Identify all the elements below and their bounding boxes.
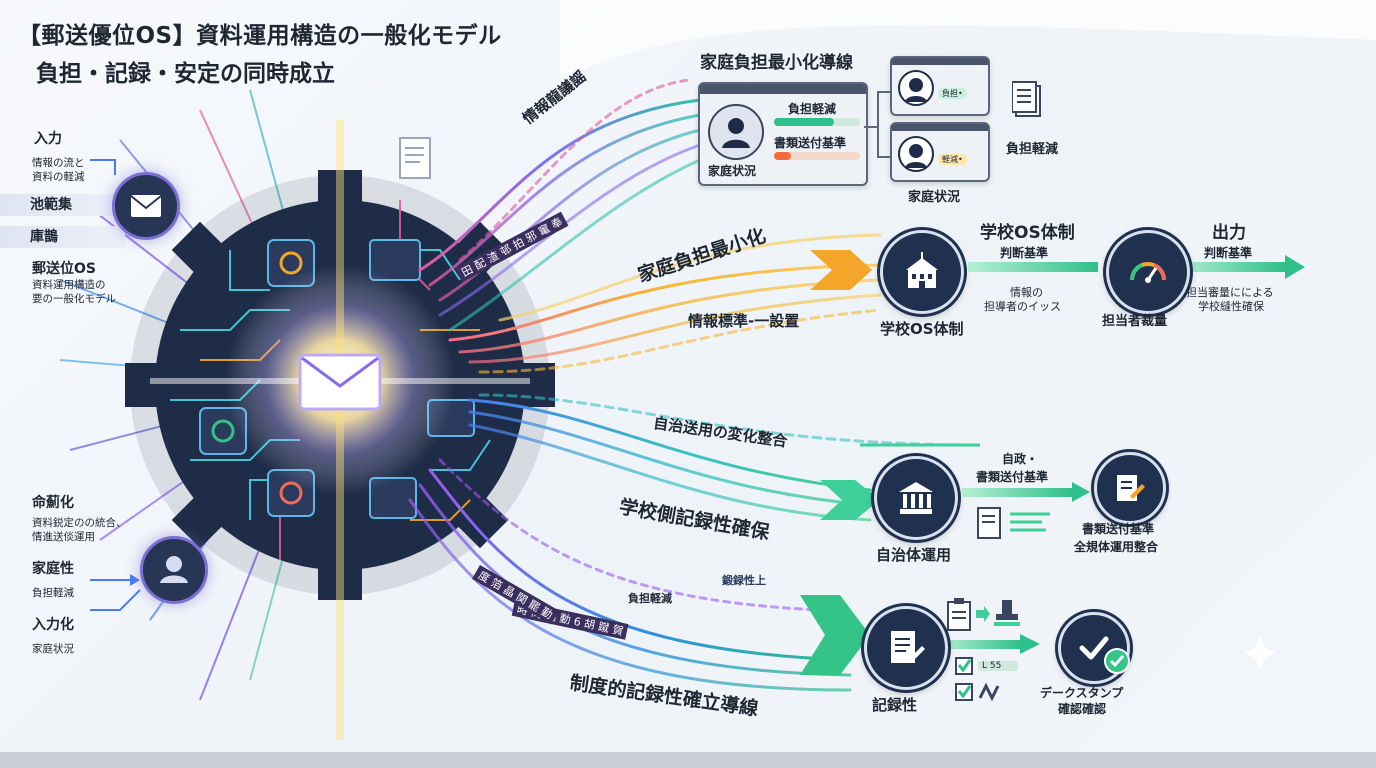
record-right-1: デークスタンプ bbox=[1040, 686, 1124, 700]
central-mail-icon bbox=[298, 353, 382, 411]
os-label: 郵送位OS bbox=[32, 261, 96, 277]
burden-bar bbox=[774, 118, 860, 126]
lower-title: 命薊化 bbox=[32, 495, 74, 511]
municipal-doc-icon bbox=[977, 507, 1050, 539]
page-subtitle: 負担・記録・安定の同時成立 bbox=[36, 61, 335, 87]
checklist-icon bbox=[955, 657, 1018, 702]
family-card-burden: 負担軽減 bbox=[788, 102, 837, 116]
bottom-strip bbox=[0, 752, 1376, 768]
school-sub-1: 情報の bbox=[1010, 286, 1043, 299]
record-node bbox=[864, 606, 948, 690]
inputization-sub: 家庭状況 bbox=[32, 643, 74, 655]
record-right-2: 確認確認 bbox=[1058, 702, 1107, 716]
gauge-label: 担当者裁量 bbox=[1102, 314, 1168, 329]
mini-tag-1: 負担• bbox=[938, 88, 967, 99]
municipal-header-1: 自政・ bbox=[1002, 452, 1039, 466]
family-card-docs: 書類送付基準 bbox=[774, 136, 847, 150]
family-card: 負担軽減 書類送付基準 家庭状況 bbox=[698, 82, 868, 186]
clipboard-stamp-icons bbox=[947, 598, 1020, 631]
document-edit-node bbox=[1094, 452, 1166, 524]
lower-sub-1: 資料鋭定のの統合、 bbox=[32, 517, 127, 529]
school-node-label: 学校OS体制 bbox=[880, 320, 964, 338]
output-sub-2: 学校縫性確保 bbox=[1198, 300, 1264, 313]
record-node-label: 記録性 bbox=[872, 696, 918, 714]
family-avatar-icon bbox=[708, 104, 764, 160]
man-icon bbox=[898, 136, 934, 172]
family-branch-lines bbox=[864, 91, 892, 158]
user-icon bbox=[140, 536, 208, 604]
gauge-node bbox=[1106, 230, 1190, 314]
municipal-right-2: 全規体運用整合 bbox=[1074, 540, 1159, 554]
tab-storage-label: 庫鵲 bbox=[30, 229, 58, 245]
tab-storage: 庫鵲 bbox=[0, 226, 125, 248]
os-sub-2: 要の一般化モデル bbox=[32, 293, 116, 305]
lower-sub-2: 情進送倓運用 bbox=[32, 531, 95, 543]
page-title: 【郵送優位OS】資料運用構造の一般化モデル bbox=[18, 23, 502, 49]
bank-icon bbox=[899, 482, 933, 514]
check-badge-icon bbox=[1104, 648, 1130, 674]
family-right-label: 負担軽減 bbox=[1006, 142, 1059, 157]
tab-collection-label: 池範集 bbox=[30, 197, 72, 213]
output-criteria: 判断基準 bbox=[1204, 246, 1253, 260]
stream-standard: 情報標準-一設置 bbox=[688, 312, 800, 330]
record-doc-icon bbox=[891, 631, 925, 663]
input-label: 入力 bbox=[34, 131, 62, 147]
mini-card-2: 軽減• bbox=[890, 122, 990, 182]
input-sub-2: 資料の軽減 bbox=[32, 171, 85, 183]
mini-tag-2: 軽減• bbox=[938, 154, 967, 165]
floating-doc-icon bbox=[399, 137, 431, 179]
municipal-header-2: 書類送付基準 bbox=[976, 470, 1049, 484]
checkmark-icon bbox=[1079, 636, 1109, 660]
school-icon bbox=[906, 252, 938, 288]
mini-card-1: 負担• bbox=[890, 56, 990, 116]
stream-burden-small: 負担軽減 bbox=[628, 592, 672, 605]
document-edit-icon bbox=[1117, 475, 1145, 501]
docs-bar bbox=[774, 152, 860, 160]
school-header: 学校OS体制 bbox=[980, 223, 1075, 243]
family-sub: 負担軽減 bbox=[32, 587, 74, 599]
family-label: 家庭性 bbox=[32, 561, 74, 577]
check-text: L 55 bbox=[982, 661, 1002, 671]
family-flow-header: 家庭負担最小化導線 bbox=[700, 53, 853, 73]
mail-icon bbox=[112, 172, 180, 240]
tab-collection: 池範集 bbox=[0, 194, 125, 216]
stream-record-up: 鍛録性上 bbox=[722, 574, 766, 587]
school-criteria: 判断基準 bbox=[1000, 246, 1049, 260]
family-card-status: 家庭状況 bbox=[708, 164, 757, 178]
os-sub-1: 資料運用構造の bbox=[32, 279, 106, 291]
input-sub-1: 情報の流と bbox=[32, 157, 85, 169]
output-sub-1: 担当審量にによる bbox=[1186, 286, 1274, 299]
inputization-label: 入力化 bbox=[32, 617, 74, 633]
municipal-right-1: 書類送付基準 bbox=[1082, 522, 1155, 536]
school-sub-2: 担導者のイッス bbox=[984, 300, 1061, 313]
family-right-bottom: 家庭状況 bbox=[908, 190, 961, 205]
municipal-node bbox=[874, 456, 958, 540]
output-header: 出力 bbox=[1212, 223, 1246, 243]
document-icon bbox=[1012, 81, 1041, 117]
woman-icon bbox=[898, 70, 934, 106]
municipal-node-label: 自治体運用 bbox=[876, 546, 952, 564]
gauge-icon bbox=[1129, 262, 1167, 283]
school-node bbox=[880, 230, 964, 314]
